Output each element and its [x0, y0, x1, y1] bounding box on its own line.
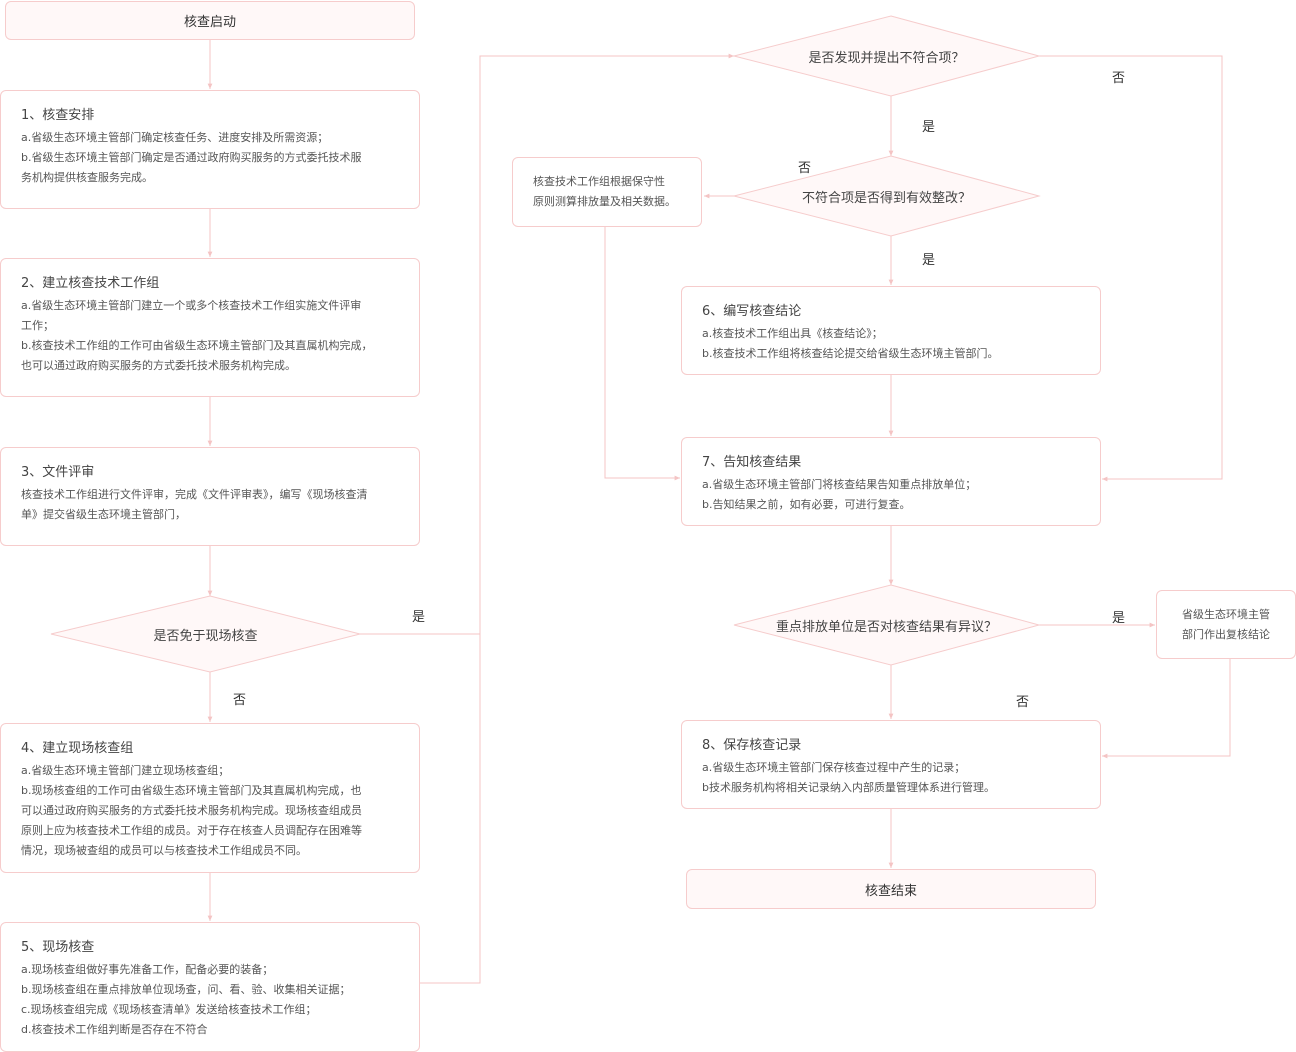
exempt-yes-label: 是	[412, 610, 426, 625]
step-3-title: 3、文件评审	[21, 465, 95, 480]
decision-objection-shape	[733, 584, 1041, 666]
step-1-line-a: a.省级生态环境主管部门确定核查任务、进度安排及所需资源；	[21, 131, 329, 144]
review-note-line-2: 部门作出复核结论	[1182, 628, 1270, 641]
step-7-box: 7、告知核查结果 a.省级生态环境主管部门将核查结果告知重点排放单位； b.告知…	[681, 437, 1101, 526]
step-3-box: 3、文件评审 核查技术工作组进行文件评审，完成《文件评审表》，编写《现场核查清 …	[0, 447, 420, 546]
step-2-title: 2、建立核查技术工作组	[21, 276, 160, 291]
step-2-line-a: a.省级生态环境主管部门建立一个或多个核查技术工作组实施文件评审	[21, 299, 362, 312]
review-note-box: 省级生态环境主管 部门作出复核结论	[1156, 590, 1296, 659]
decision-rectified-text: 不符合项是否得到有效整改？	[801, 190, 971, 206]
step-4-line-b: b.现场核查组的工作可由省级生态环境主管部门及其直属机构完成，也	[21, 784, 362, 797]
step-1-line-b: b.省级生态环境主管部门确定是否通过政府购买服务的方式委托技术服	[21, 151, 362, 164]
step-8-line-a: a.省级生态环境主管部门保存核查过程中产生的记录；	[702, 761, 966, 774]
step-5-line-a: a.现场核查组做好事先准备工作，配备必要的装备；	[21, 963, 274, 976]
step-4-title: 4、建立现场核查组	[21, 741, 134, 756]
decision-exempt-shape	[50, 595, 361, 673]
review-note-line-1: 省级生态环境主管	[1182, 608, 1270, 621]
found-no-label: 否	[1112, 71, 1126, 86]
step-4-line-b3: 原则上应为核查技术工作组的成员。对于存在核查人员调配存在困难等	[21, 824, 362, 837]
objection-yes-label: 是	[1112, 611, 1126, 626]
decision-found-text: 是否发现并提出不符合项？	[808, 50, 965, 66]
step-7-line-b: b.告知结果之前，如有必要，可进行复查。	[702, 498, 911, 511]
step-8-box: 8、保存核查记录 a.省级生态环境主管部门保存核查过程中产生的记录； b技术服务…	[681, 720, 1101, 809]
step-6-title: 6、编写核查结论	[702, 304, 802, 319]
decision-exempt-text: 是否免于现场核查	[153, 628, 258, 644]
end-node: 核查结束	[686, 869, 1096, 909]
step-4-line-b2: 可以通过政府购买服务的方式委托技术服务机构完成。现场核查组成员	[21, 804, 362, 817]
end-label: 核查结束	[864, 883, 917, 899]
decision-found: 是否发现并提出不符合项？	[734, 16, 1039, 96]
step-1-line-c: 务机构提供核查服务完成。	[21, 171, 153, 184]
step-3-line-b: 单》提交省级生态环境主管部门，	[21, 508, 186, 521]
step-6-line-b: b.核查技术工作组将核查结论提交给省级生态环境主管部门。	[702, 347, 999, 360]
step-4-box: 4、建立现场核查组 a.省级生态环境主管部门建立现场核查组； b.现场核查组的工…	[0, 723, 420, 873]
step-5-line-c: c.现场核查组完成《现场核查清单》发送给核查技术工作组；	[21, 1003, 317, 1016]
step-5-box: 5、现场核查 a.现场核查组做好事先准备工作，配备必要的装备； b.现场核查组在…	[0, 922, 420, 1052]
step-6-line-a: a.核查技术工作组出具《核查结论》；	[702, 327, 883, 340]
decision-found-shape	[733, 15, 1041, 97]
step-7-line-a: a.省级生态环境主管部门将核查结果告知重点排放单位；	[702, 478, 977, 491]
step-2-line-b: b.核查技术工作组的工作可由省级生态环境主管部门及其直属机构完成，	[21, 339, 373, 352]
step-8-line-b: b技术服务机构将相关记录纳入内部质量管理体系进行管理。	[702, 781, 995, 794]
decision-rectified-shape	[733, 155, 1041, 237]
step-5-title: 5、现场核查	[21, 940, 95, 955]
recalc-note-line-2: 原则测算排放量及相关数据。	[533, 195, 676, 208]
step-6-box: 6、编写核查结论 a.核查技术工作组出具《核查结论》； b.核查技术工作组将核查…	[681, 286, 1101, 375]
step-5-line-d: d.核查技术工作组判断是否存在不符合	[21, 1023, 208, 1036]
decision-exempt: 是否免于现场核查	[51, 596, 360, 672]
step-4-line-a: a.省级生态环境主管部门建立现场核查组；	[21, 764, 230, 777]
exempt-no-label: 否	[233, 693, 247, 708]
decision-objection-text: 重点排放单位是否对核查结果有异议？	[775, 619, 997, 635]
start-node: 核查启动	[5, 1, 415, 40]
step-2-line-a2: 工作；	[21, 319, 54, 332]
rectified-no-label: 否	[798, 161, 812, 176]
step-1-box: 1、核查安排 a.省级生态环境主管部门确定核查任务、进度安排及所需资源； b.省…	[0, 90, 420, 209]
found-yes-label: 是	[922, 120, 936, 135]
step-4-line-b4: 情况，现场被查组的成员可以与核查技术工作组成员不同。	[21, 844, 307, 857]
step-1-title: 1、核查安排	[21, 108, 95, 123]
recalc-note-box: 核查技术工作组根据保守性 原则测算排放量及相关数据。	[512, 157, 702, 227]
objection-no-label: 否	[1016, 695, 1030, 710]
start-label: 核查启动	[183, 15, 236, 30]
step-7-title: 7、告知核查结果	[702, 455, 802, 470]
step-8-title: 8、保存核查记录	[702, 738, 802, 753]
step-3-line-a: 核查技术工作组进行文件评审，完成《文件评审表》，编写《现场核查清	[21, 488, 368, 501]
decision-rectified: 不符合项是否得到有效整改？	[734, 156, 1039, 236]
step-5-line-b: b.现场核查组在重点排放单位现场查，问、看、验、收集相关证据；	[21, 983, 351, 996]
recalc-note-line-1: 核查技术工作组根据保守性	[533, 175, 665, 188]
decision-objection: 重点排放单位是否对核查结果有异议？	[734, 585, 1039, 665]
step-2-line-b2: 也可以通过政府购买服务的方式委托技术服务机构完成。	[21, 359, 296, 372]
step-2-box: 2、建立核查技术工作组 a.省级生态环境主管部门建立一个或多个核查技术工作组实施…	[0, 258, 420, 397]
rectified-yes-label: 是	[922, 253, 936, 268]
